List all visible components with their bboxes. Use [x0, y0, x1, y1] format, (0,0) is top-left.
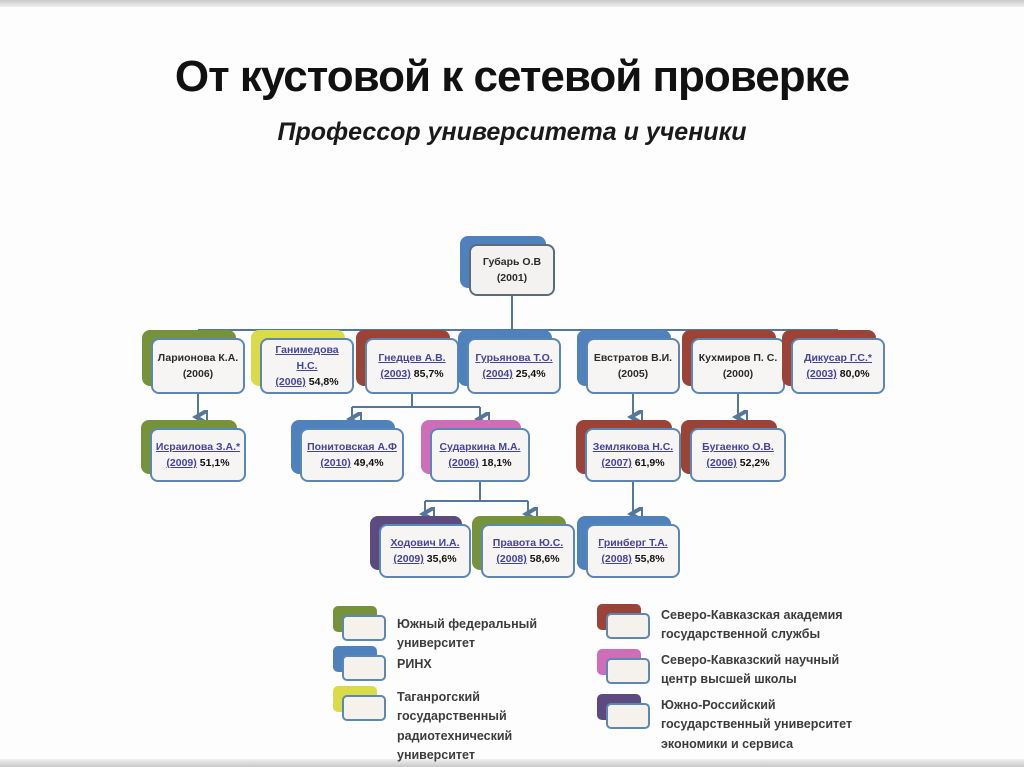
person-year: (2008) [601, 553, 632, 565]
person-year: (2001) [496, 272, 528, 284]
node-pravota: Правота Ю.С. (2008)58,6% [472, 516, 575, 578]
node-khodovich: Ходович И.А. (2009)35,6% [370, 516, 471, 578]
legend-label: Южно-Российский государственный универси… [661, 698, 853, 751]
person-year: (2006) [275, 376, 306, 389]
person-year: (2005) [617, 368, 649, 380]
person-year: (2004) [482, 368, 513, 380]
slide-top-edge [0, 0, 1024, 7]
person-name: Гринберг Т.А. [598, 536, 668, 549]
person-year: (2010) [320, 457, 351, 469]
person-name: Гнедцев А.В. [378, 351, 446, 364]
legend-label: Северо-Кавказский научный центр высшей ш… [661, 653, 840, 687]
person-percent: 52,2% [739, 457, 770, 469]
person-percent: 35,6% [426, 553, 457, 565]
node-guryanova: Гурьянова Т.О. (2004)25,4% [458, 330, 561, 394]
legend-swatch-yellow [333, 686, 386, 721]
person-percent: 51,1% [199, 457, 230, 469]
legend-swatch-blue [333, 646, 386, 681]
person-name: Кухмиров П. С. [698, 351, 778, 364]
node-ganimedova: Ганимедова Н.С. (2006)54,8% [251, 330, 354, 394]
person-year: (2000) [722, 368, 754, 380]
node-israilova: Исраилова З.А.* (2009)51,1% [141, 420, 246, 482]
node-dikusar: Дикусар Г.С.* (2003)80,0% [782, 330, 885, 394]
node-grinberg: Гринберг Т.А. (2008)55,8% [577, 516, 680, 578]
node-bugaenko: Бугаенко О.В. (2006)52,2% [681, 420, 786, 482]
person-name: Губарь О.В [482, 255, 542, 268]
legend-swatch-pink [597, 649, 650, 684]
page-title: От кустовой к сетевой проверке [174, 52, 850, 101]
person-percent: 80,0% [839, 368, 870, 380]
person-percent: 18,1% [481, 457, 512, 469]
person-percent: 61,9% [634, 457, 665, 469]
person-year: (2006) [182, 368, 214, 380]
node-kukhmirov: Кухмиров П. С. (2000) [682, 330, 785, 394]
slide-bottom-edge [0, 759, 1024, 767]
node-gnedtsev: Гнедцев А.В. (2003)85,7% [356, 330, 459, 394]
node-gubar: Губарь О.В (2001) [460, 236, 555, 296]
person-name: Понитовская А.Ф [307, 440, 397, 453]
person-name: Ганимедова Н.С. [275, 343, 339, 372]
legend-swatch-darkred [597, 604, 650, 639]
person-percent: 54,8% [308, 376, 339, 389]
person-year: (2003) [380, 368, 411, 380]
person-name: Бугаенко О.В. [702, 440, 774, 453]
person-year: (2006) [448, 457, 479, 469]
person-name: Дикусар Г.С.* [803, 351, 873, 364]
node-zemlyakova: Землякова Н.С. (2007)61,9% [576, 420, 681, 482]
legend-label: РИНХ [397, 657, 432, 671]
legend-label: Северо-Кавказская академия государственн… [661, 608, 843, 642]
person-name: Сударкина М.А. [439, 440, 521, 453]
person-year: (2009) [166, 457, 197, 469]
node-larionova: Ларионова К.А. (2006) [142, 330, 245, 394]
node-evstratov: Евстратов В.И. (2005) [577, 330, 680, 394]
person-name: Землякова Н.С. [592, 440, 674, 453]
legend-swatch-green [333, 606, 386, 641]
person-percent: 58,6% [529, 553, 560, 565]
person-name: Правота Ю.С. [492, 536, 564, 549]
node-sudarkina: Сударкина М.А. (2006)18,1% [421, 420, 530, 482]
person-name: Евстратов В.И. [593, 351, 673, 364]
node-ponitovskaya: Понитовская А.Ф (2010)49,4% [291, 420, 404, 482]
person-name: Ларионова К.А. [157, 351, 239, 364]
legend-label: Таганрогский государственный радиотехнич… [397, 690, 513, 763]
person-name: Гурьянова Т.О. [475, 351, 553, 364]
person-percent: 49,4% [353, 457, 384, 469]
legend-label: Южный федеральный университет [397, 617, 538, 651]
person-percent: 85,7% [413, 368, 444, 380]
legend-swatch-purple [597, 694, 650, 729]
person-year: (2003) [806, 368, 837, 380]
person-year: (2008) [496, 553, 527, 565]
person-percent: 25,4% [515, 368, 546, 380]
person-percent: 55,8% [634, 553, 665, 565]
person-year: (2009) [393, 553, 424, 565]
person-name: Исраилова З.А.* [155, 440, 241, 453]
person-year: (2007) [601, 457, 632, 469]
page-subtitle: Профессор университета и ученики [277, 118, 747, 146]
person-year: (2006) [706, 457, 737, 469]
person-name: Ходович И.А. [390, 536, 460, 549]
